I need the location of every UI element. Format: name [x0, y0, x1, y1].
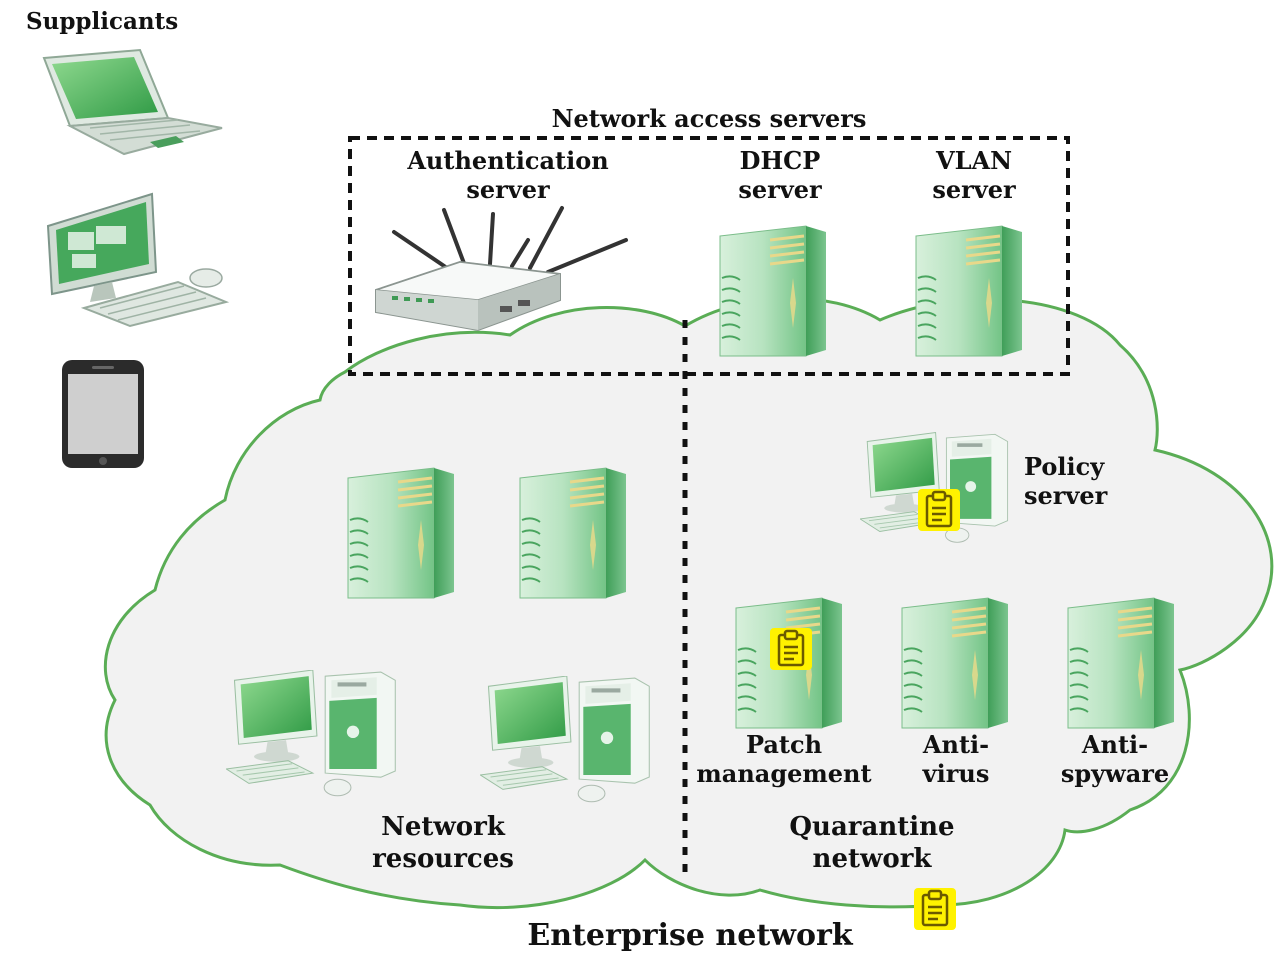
clipboard-note-icon[interactable]: [913, 887, 957, 931]
policy-server-label-line1: Policy: [1024, 452, 1105, 481]
antivirus-label: Anti- virus: [896, 730, 1016, 789]
quarantine-network-label: Quarantine network: [762, 812, 982, 875]
antivirus-label-line1: Anti-: [922, 730, 990, 759]
laptop-icon: [42, 48, 223, 156]
enterprise-network-cloud: [103, 296, 1274, 910]
dhcp-server-label: DHCP server: [710, 146, 850, 205]
network-access-servers-title: Network access servers: [551, 104, 867, 133]
vlan-server-label: VLAN server: [904, 146, 1044, 205]
vlan-server-label-line1: VLAN: [935, 146, 1013, 175]
supplicants-title: Supplicants: [26, 8, 179, 35]
network-access-servers-boundary: [348, 136, 1070, 376]
quarantine-network-label-line2: network: [812, 843, 932, 874]
quarantine-network-label-line1: Quarantine: [789, 812, 955, 842]
antispyware-label-line1: Anti-: [1081, 730, 1149, 759]
clipboard-note-icon[interactable]: [769, 627, 813, 671]
enterprise-network-title: Enterprise network: [527, 918, 853, 953]
patch-management-label-line1: Patch: [745, 730, 823, 759]
antispyware-server-icon: [1066, 596, 1176, 730]
antispyware-label-line2: spyware: [1060, 759, 1170, 789]
resource-server-icon: [346, 466, 456, 600]
clipboard-note-icon[interactable]: [917, 488, 961, 532]
network-resources-label-line1: Network: [381, 812, 505, 842]
smartphone-icon: [62, 360, 144, 468]
dhcp-server-icon: [718, 224, 828, 358]
authentication-server-label: Authentication server: [388, 146, 628, 205]
router-icon: [375, 206, 628, 332]
authentication-server-label-line2: server: [466, 175, 550, 205]
antivirus-server-icon: [900, 596, 1010, 730]
desktop-computer-icon: [46, 192, 230, 328]
policy-server-label-line2: server: [1024, 481, 1108, 511]
vlan-server-icon: [914, 224, 1024, 358]
vlan-server-label-line2: server: [932, 175, 1016, 205]
resource-server-icon: [518, 466, 628, 600]
policy-server-label: Policy server: [1024, 452, 1107, 511]
network-resources-label: Network resources: [350, 812, 536, 875]
authentication-server-label-line1: Authentication: [407, 146, 609, 175]
patch-management-label-line2: management: [696, 759, 872, 789]
antispyware-label: Anti- spyware: [1046, 730, 1184, 789]
network-resources-label-line2: resources: [372, 843, 514, 874]
dhcp-server-label-line1: DHCP: [739, 146, 821, 175]
patch-management-label: Patch management: [686, 730, 882, 789]
dhcp-server-label-line2: server: [738, 175, 822, 205]
antivirus-label-line2: virus: [922, 759, 990, 789]
